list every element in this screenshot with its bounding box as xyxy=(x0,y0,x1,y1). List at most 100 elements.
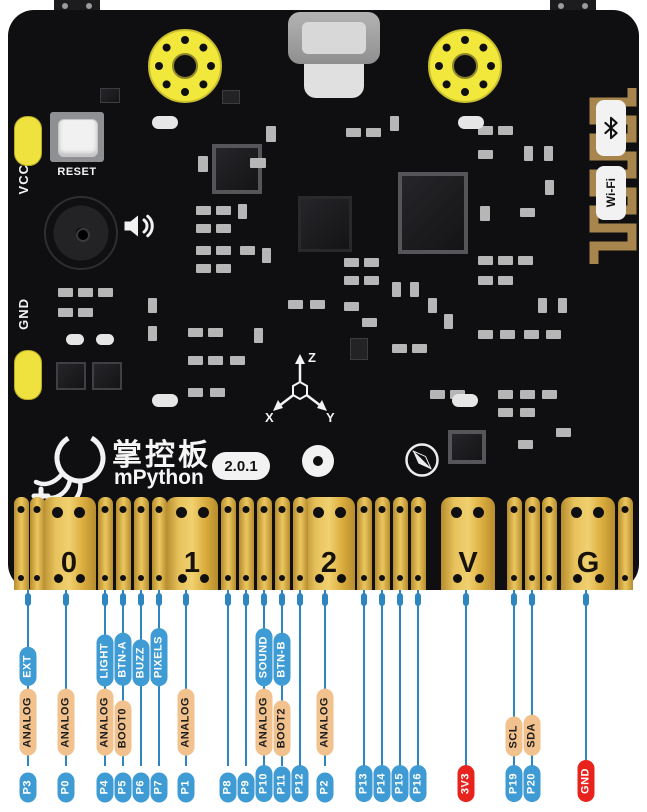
smd-component xyxy=(262,248,271,263)
smd-component xyxy=(480,206,490,221)
pin-pill: P2 xyxy=(316,771,334,802)
pin-pill: P12 xyxy=(291,764,309,802)
edge-pad-v: V xyxy=(441,497,495,590)
edge-pad-small xyxy=(374,497,390,590)
smd-component xyxy=(392,344,407,353)
smd-component xyxy=(478,150,493,159)
smd-component xyxy=(96,334,114,345)
wire xyxy=(585,590,587,766)
smd-component xyxy=(346,128,361,137)
smd-component xyxy=(66,334,84,345)
smd-component xyxy=(254,328,263,343)
edge-pad-small xyxy=(133,497,149,590)
ic-chip xyxy=(298,196,352,252)
smd-component xyxy=(208,356,223,365)
buzzer xyxy=(44,196,118,270)
smd-component xyxy=(238,204,247,219)
edge-pad-small xyxy=(356,497,372,590)
smd-component xyxy=(545,180,554,195)
capacitor xyxy=(92,362,122,390)
bluetooth-icon xyxy=(604,116,618,140)
smd-component xyxy=(390,116,399,131)
smd-component xyxy=(198,156,208,172)
smd-component xyxy=(344,258,359,267)
bluetooth-badge xyxy=(596,100,626,156)
smd-component xyxy=(364,258,379,267)
smd-component xyxy=(344,276,359,285)
wire-terminal xyxy=(63,593,69,606)
pin-pill: P14 xyxy=(373,764,391,802)
function-pill: ANALOG xyxy=(316,689,334,756)
pin-pill: 3V3 xyxy=(457,764,475,802)
reset-label: RESET xyxy=(57,166,97,178)
smd-component xyxy=(196,246,211,255)
edge-pad-0: 0 xyxy=(42,497,96,590)
smd-component xyxy=(188,388,203,397)
edge-pad-small xyxy=(29,497,45,590)
function-pill: BTN-A xyxy=(114,633,132,686)
wire-terminal xyxy=(156,593,162,606)
smd-component xyxy=(58,308,73,317)
pad-number: 0 xyxy=(60,547,78,579)
edge-pad-small xyxy=(151,497,167,590)
wire-terminal xyxy=(415,593,421,606)
smd-component xyxy=(188,328,203,337)
logo-chinese-text: 掌控板 xyxy=(112,439,211,472)
pad-number: 2 xyxy=(320,547,338,579)
pin-pill: P4 xyxy=(96,771,114,802)
pad-number: G xyxy=(576,547,600,579)
wire xyxy=(417,590,419,766)
smd-component xyxy=(222,90,240,104)
smd-component xyxy=(152,116,178,129)
wire xyxy=(381,590,383,766)
wire-terminal xyxy=(297,593,303,606)
function-pill: SDA xyxy=(523,715,541,756)
ic-chip xyxy=(452,434,482,460)
smd-component xyxy=(520,390,535,399)
smd-component xyxy=(518,440,533,449)
axis-y-label: Y xyxy=(326,410,335,425)
wire-terminal xyxy=(511,593,517,606)
pin-pill: P9 xyxy=(237,771,255,802)
smd-component xyxy=(458,116,484,129)
pin-pill: P5 xyxy=(114,771,132,802)
function-pill: ANALOG xyxy=(19,689,37,756)
edge-connector: 0 1 2 V G xyxy=(0,0,647,590)
smd-component xyxy=(498,276,513,285)
smd-component xyxy=(366,128,381,137)
smd-component xyxy=(478,256,493,265)
pin-pill: P16 xyxy=(409,764,427,802)
smd-component xyxy=(478,330,493,339)
edge-pad-small xyxy=(524,497,540,590)
wire-terminal xyxy=(120,593,126,606)
smd-component xyxy=(148,298,157,313)
wire-terminal xyxy=(322,593,328,606)
wire xyxy=(185,590,187,766)
xyz-axis-icon: Z X Y xyxy=(265,350,335,425)
function-pill: ANALOG xyxy=(96,689,114,756)
wire xyxy=(465,590,467,766)
edge-pad-small xyxy=(617,497,633,590)
smd-component xyxy=(498,256,513,265)
wire xyxy=(363,590,365,766)
smd-component xyxy=(152,394,178,407)
smd-component xyxy=(148,326,157,341)
edge-pad-1: 1 xyxy=(166,497,218,590)
wire-terminal xyxy=(243,593,249,606)
function-pill: ANALOG xyxy=(255,689,273,756)
smd-component xyxy=(500,330,515,339)
axis-x-label: X xyxy=(265,410,274,425)
smd-component xyxy=(410,282,419,297)
smd-component xyxy=(250,158,266,168)
edge-pad-small xyxy=(238,497,254,590)
pin-pill: P13 xyxy=(355,764,373,802)
pin-pill: P0 xyxy=(57,771,75,802)
wire-terminal xyxy=(379,593,385,606)
mounting-hole-ring-right xyxy=(428,29,502,103)
wire xyxy=(227,590,229,766)
smd-component xyxy=(230,356,245,365)
smd-component xyxy=(518,256,533,265)
logo-english-text: mPython xyxy=(114,466,204,489)
speaker-icon xyxy=(124,214,154,238)
